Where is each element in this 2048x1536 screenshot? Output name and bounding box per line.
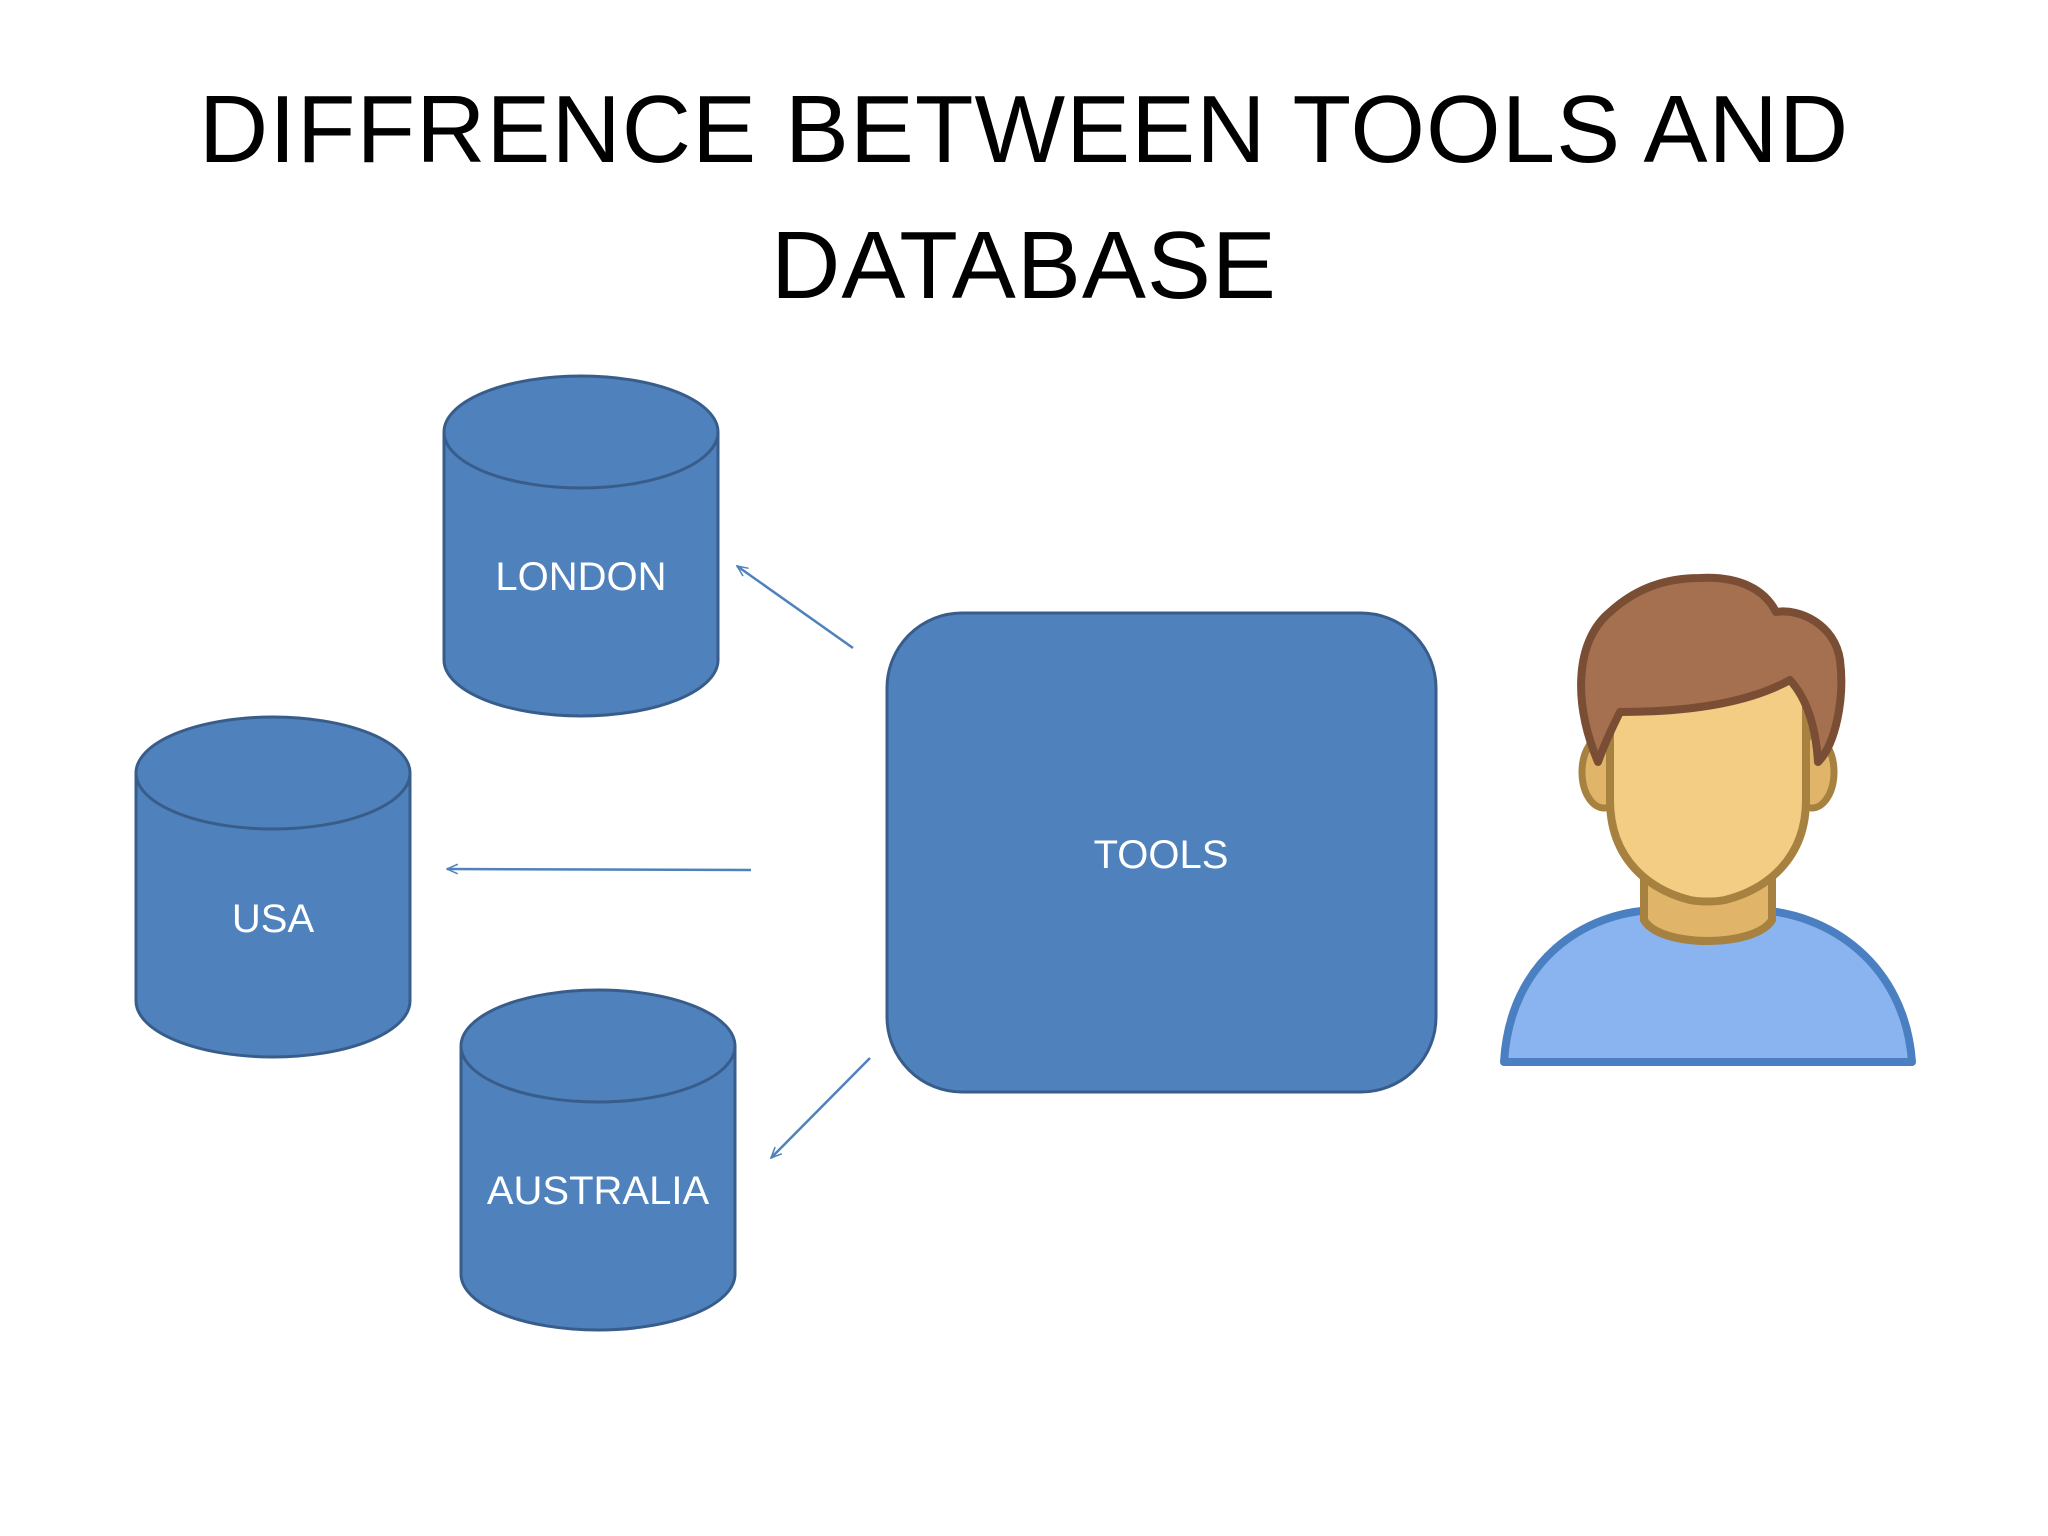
database-usa-label: USA (232, 897, 315, 941)
database-australia-label: AUSTRALIA (487, 1169, 710, 1213)
user-avatar-icon (1500, 573, 1916, 1066)
database-london-label: LONDON (495, 555, 666, 599)
database-london: LONDON (442, 374, 720, 718)
title-line-1: DIFFRENCE BETWEEN TOOLS AND (198, 76, 1850, 183)
arrow-tools-to-usa (447, 869, 752, 870)
tools-label: TOOLS (1094, 833, 1229, 877)
database-australia: AUSTRALIA (459, 988, 737, 1332)
arrow-tools-to-australia (771, 1057, 871, 1158)
slide-title: DIFFRENCE BETWEEN TOOLS AND DATABASE (0, 62, 2048, 334)
tools-box: TOOLS (885, 611, 1438, 1094)
arrow-tools-to-london (737, 566, 854, 650)
title-line-2: DATABASE (771, 212, 1277, 319)
database-usa: USA (134, 715, 412, 1059)
